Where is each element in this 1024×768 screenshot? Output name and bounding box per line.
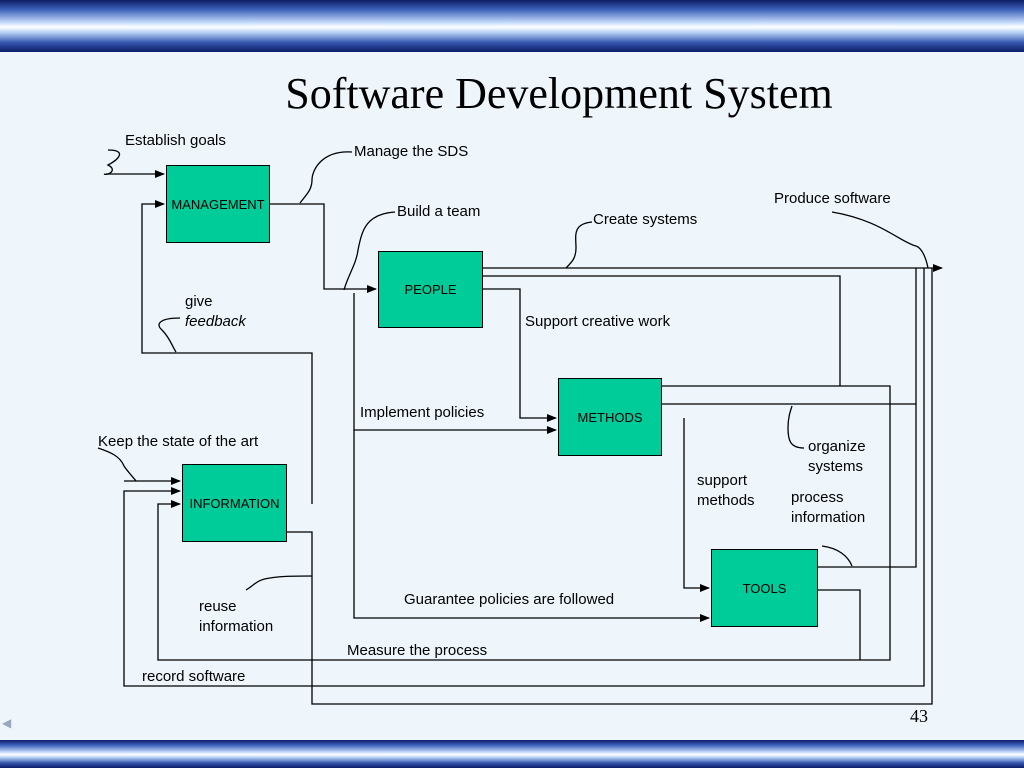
line-measure-process bbox=[157, 385, 891, 661]
line-people-organize bbox=[483, 275, 841, 386]
line-build-team bbox=[270, 203, 377, 293]
label-information: information bbox=[791, 509, 866, 526]
bottom-banner bbox=[0, 740, 1024, 768]
line-tools-measure bbox=[818, 589, 861, 660]
page-number: 43 bbox=[910, 706, 928, 726]
label-give: give bbox=[185, 293, 213, 310]
brace-give-feedback bbox=[158, 317, 181, 353]
brace-process-information bbox=[821, 545, 853, 567]
line-tools-produce bbox=[818, 268, 917, 568]
line-guarantee-policies bbox=[353, 430, 710, 622]
label-establish-goals: Establish goals bbox=[125, 132, 226, 149]
label-produce-software: Produce software bbox=[774, 190, 891, 207]
slide-title: Software Development System bbox=[285, 69, 833, 118]
methods-box: METHODS bbox=[558, 378, 662, 456]
line-support-methods bbox=[683, 418, 710, 592]
brace-produce-software bbox=[831, 211, 929, 269]
label-create-systems: Create systems bbox=[593, 211, 698, 228]
line-reuse-information bbox=[287, 268, 933, 705]
label-reuse-information: information bbox=[199, 618, 274, 635]
label-systems: systems bbox=[808, 458, 864, 475]
label-feedback: feedback bbox=[185, 313, 246, 330]
label-manage-sds: Manage the SDS bbox=[354, 143, 469, 160]
brace-create-systems bbox=[565, 221, 593, 269]
top-banner bbox=[0, 0, 1024, 52]
label-reuse: reuse bbox=[199, 598, 237, 615]
management-box: MANAGEMENT bbox=[166, 165, 270, 243]
line-give-feedback bbox=[141, 200, 313, 504]
label-process: process bbox=[791, 489, 844, 506]
brace-establish-goals bbox=[103, 149, 121, 176]
brace-reuse-information bbox=[245, 575, 313, 591]
label-guarantee: Guarantee policies are followed bbox=[404, 591, 615, 608]
triangle-left-icon[interactable]: ◀ bbox=[2, 716, 12, 730]
brace-organize-systems bbox=[787, 405, 805, 449]
label-support-creative-work: Support creative work bbox=[525, 313, 671, 330]
label-record: record software bbox=[142, 668, 246, 685]
tools-box: TOOLS bbox=[711, 549, 818, 627]
information-box: INFORMATION bbox=[182, 464, 287, 542]
label-organize: organize bbox=[808, 438, 866, 455]
label-build-team: Build a team bbox=[397, 203, 481, 220]
label-measure: Measure the process bbox=[347, 642, 488, 659]
brace-manage-sds bbox=[299, 151, 353, 204]
label-implement-policies: Implement policies bbox=[360, 404, 485, 421]
label-keep-state: Keep the state of the art bbox=[98, 433, 259, 450]
line-support-creative-work bbox=[483, 288, 557, 422]
brace-build-team bbox=[343, 211, 396, 291]
line-record-software bbox=[123, 268, 925, 687]
people-box: PEOPLE bbox=[378, 251, 483, 328]
label-methods: methods bbox=[697, 492, 755, 509]
label-support: support bbox=[697, 472, 748, 489]
brace-keep-state bbox=[97, 447, 137, 482]
